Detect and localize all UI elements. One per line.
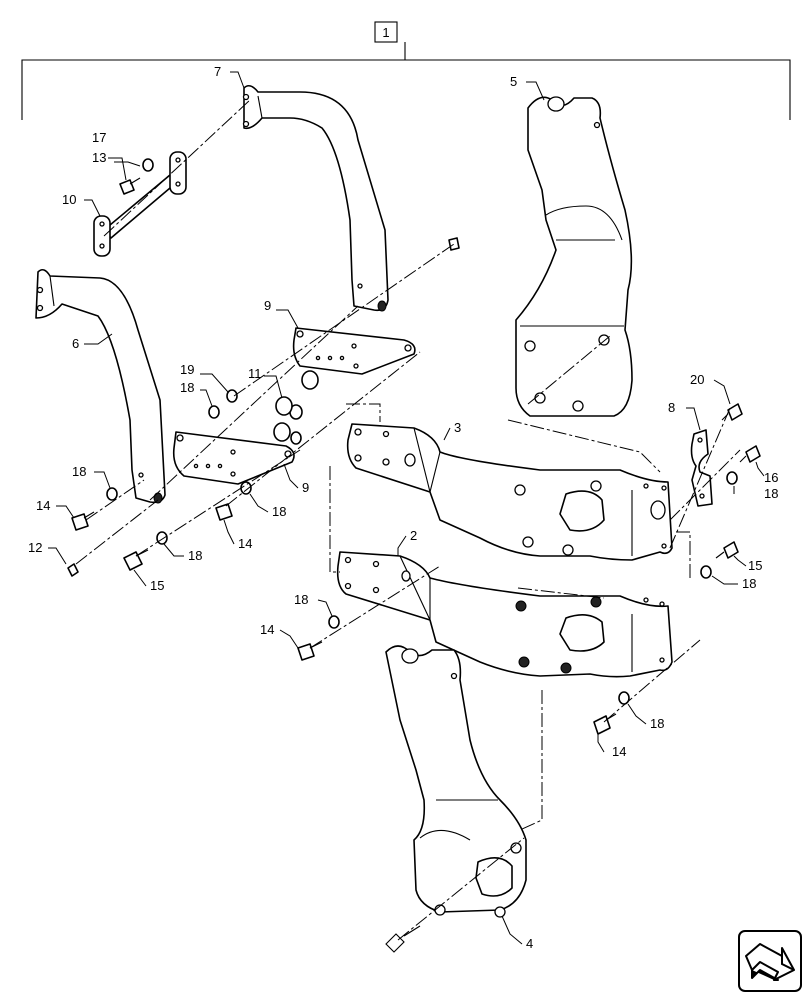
callout-18-e: 18 [764,486,778,501]
bolt-13 [119,177,141,195]
clip-8 [690,429,713,507]
callout-18-d: 18 [272,504,286,519]
callout-6: 6 [72,336,79,351]
bolt-top [448,237,460,251]
cross-rod-10 [93,151,187,257]
washer-17 [142,158,154,172]
assembly-label: 1 [382,25,389,40]
plate-9-lower [172,431,295,485]
callout-3: 3 [454,420,461,435]
callout-18-g: 18 [294,592,308,607]
callout-9-lower: 9 [302,480,309,495]
callout-10: 10 [62,192,76,207]
callout-17: 17 [92,130,106,145]
plate-9-upper [292,327,416,375]
callout-9-upper: 9 [264,298,271,313]
support-arm-6 [35,268,166,504]
callout-20: 20 [690,372,704,387]
callout-15-b: 15 [748,558,762,573]
spacer-11 [273,370,319,445]
callout-18-h: 18 [650,716,664,731]
callout-11: 11 [248,366,262,381]
callout-18-a: 18 [180,380,194,395]
callout-labels: 7 5 17 13 10 6 9 11 19 18 9 18 14 12 15 … [28,64,778,951]
nut-19 [226,389,238,403]
callout-14-d: 14 [612,744,626,759]
callout-18-f: 18 [742,576,756,591]
callout-7: 7 [214,64,221,79]
next-page-arrow-icon[interactable] [738,930,802,992]
callout-19: 19 [180,362,194,377]
washer-18-a [208,405,220,419]
callout-2: 2 [410,528,417,543]
support-arm-7 [242,84,389,312]
leader-lines [48,71,765,945]
callout-18-c: 18 [188,548,202,563]
bracket-3 [346,423,673,561]
callout-18-b: 18 [72,464,86,479]
bracket-5 [515,96,633,417]
callout-14-c: 14 [260,622,274,637]
callout-8: 8 [668,400,675,415]
callout-4: 4 [526,936,533,951]
center-lines [75,99,741,941]
hardware [67,403,761,953]
callout-14-b: 14 [238,536,252,551]
callout-5: 5 [510,74,517,89]
bracket-4 [385,645,527,918]
callout-14-a: 14 [36,498,50,513]
bracket-2 [336,551,673,678]
callout-15-a: 15 [150,578,164,593]
assembly-bracket [21,21,791,120]
callout-13: 13 [92,150,106,165]
callout-16: 16 [764,470,778,485]
callout-12: 12 [28,540,42,555]
